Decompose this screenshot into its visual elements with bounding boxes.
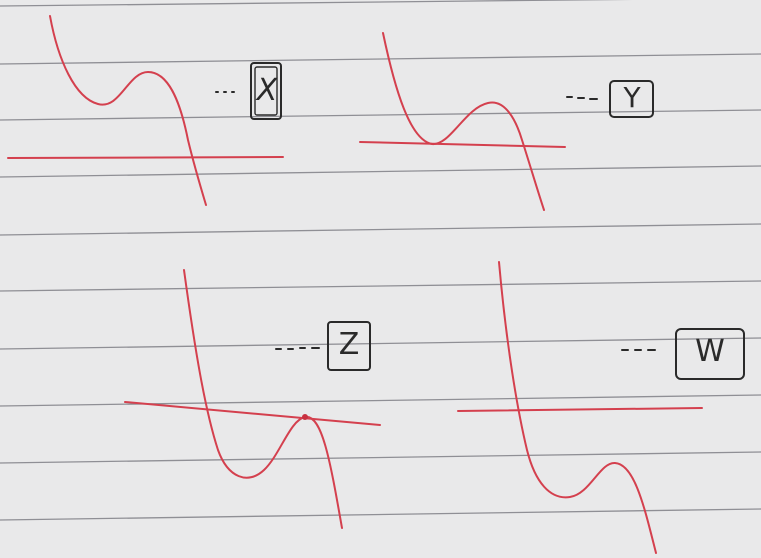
- graph-z-leader: [275, 347, 320, 350]
- graph-z: [124, 269, 381, 529]
- graph-z-label: Z: [338, 327, 360, 362]
- graph-z-touch-point: [302, 414, 308, 420]
- rule-line: [0, 109, 761, 121]
- graph-y-axis: [359, 141, 566, 148]
- rule-line: [0, 508, 761, 521]
- rule-line: [0, 394, 761, 407]
- graph-x-axis: [7, 156, 284, 159]
- graph-z-axis: [124, 401, 381, 426]
- graph-x-label-box-inner: [254, 66, 278, 116]
- rule-line: [0, 53, 761, 65]
- graph-y-label-box: [609, 80, 654, 118]
- graph-z-curve: [183, 269, 343, 529]
- graph-w-axis: [457, 407, 703, 412]
- graph-w: [457, 261, 703, 554]
- rule-line: [0, 280, 761, 292]
- graph-w-label-box: [675, 328, 745, 380]
- graph-w-curve: [498, 261, 657, 554]
- graph-w-label: W: [695, 334, 725, 369]
- leaders: [215, 91, 656, 351]
- rule-line: [0, 0, 633, 7]
- rule-line: [0, 337, 761, 350]
- rule-line: [0, 165, 761, 178]
- graph-x-curve: [49, 15, 207, 206]
- rule-line: [0, 223, 761, 236]
- graph-y: [359, 32, 566, 211]
- graph-y-curve: [382, 32, 545, 211]
- graph-x-label-box: [250, 62, 282, 120]
- graph-z-label-box: [327, 321, 371, 371]
- graph-y-label: Y: [623, 81, 641, 114]
- label-boxes: [250, 62, 745, 380]
- graph-y-leader: [566, 96, 598, 100]
- graph-x: [7, 15, 284, 206]
- rule-line: [0, 451, 761, 464]
- ruled-lines: [0, 0, 761, 521]
- graph-x-label: X: [256, 73, 278, 108]
